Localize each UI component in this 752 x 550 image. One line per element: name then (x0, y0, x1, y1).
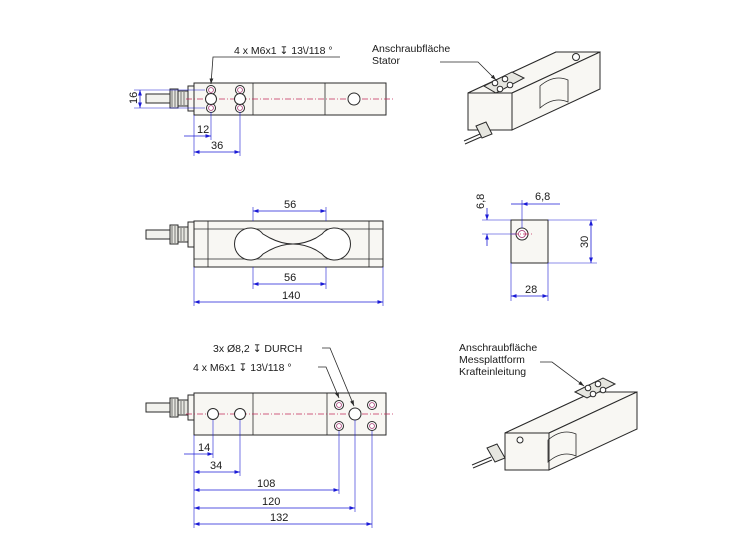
cable-top (145, 85, 195, 112)
iso-bottom-label-3: Krafteinleitung (459, 366, 526, 378)
iso-view-bottom: Anschraubfläche Messplattform Krafteinle… (459, 342, 638, 471)
iso-bottom-label-1: Anschraubfläche (459, 342, 537, 354)
iso-top-label-1: Anschraubfläche (372, 43, 450, 55)
bottom-dim-14: 14 (198, 442, 210, 454)
end-dim-horizontal-offset: 6,8 (535, 191, 550, 203)
side-dim-recess-top: 56 (284, 199, 296, 211)
end-dim-height: 30 (579, 236, 591, 248)
cable-side (145, 221, 195, 248)
iso-bottom-label-2: Messplattform (459, 354, 525, 366)
iso-cable-bottom (471, 443, 506, 469)
bottom-holes (207, 400, 377, 431)
top-thread-note: 4 x M6x1 ↧ 13\/118 ° (234, 45, 333, 57)
iso-top-label-2: Stator (372, 55, 401, 67)
end-dim-width: 28 (525, 284, 537, 296)
iso-cable-top (463, 121, 493, 145)
end-body (510, 219, 549, 264)
end-view: 6,8 6,8 30 28 (475, 191, 597, 301)
bottom-dim-120: 120 (262, 496, 280, 508)
bottom-thread-note: 4 x M6x1 ↧ 13\/118 ° (193, 362, 292, 374)
side-dim-recess-bottom: 56 (284, 272, 296, 284)
end-dim-vertical-offset: 6,8 (475, 194, 487, 209)
top-holes (205, 85, 361, 113)
bottom-view: 3x Ø8,2 ↧ DURCH 4 x M6x1 ↧ 13\/118 ° 14 … (145, 343, 394, 528)
iso-view-top: Anschraubfläche Stator (372, 43, 601, 145)
top-view: 4 x M6x1 ↧ 13\/118 ° 16 12 36 (128, 45, 394, 156)
bottom-dim-108: 108 (257, 478, 275, 490)
top-dim-hole-spacing: 36 (211, 140, 223, 152)
side-view: 56 56 140 (145, 199, 384, 306)
top-dim-height: 16 (128, 92, 140, 104)
cable-bottom (145, 394, 195, 421)
side-cutout (234, 227, 351, 261)
side-dim-length: 140 (282, 290, 300, 302)
top-dim-hole-offset: 12 (197, 124, 209, 136)
bottom-dim-34: 34 (210, 460, 222, 472)
bottom-dim-132: 132 (270, 512, 288, 524)
bottom-through-note: 3x Ø8,2 ↧ DURCH (213, 343, 302, 355)
